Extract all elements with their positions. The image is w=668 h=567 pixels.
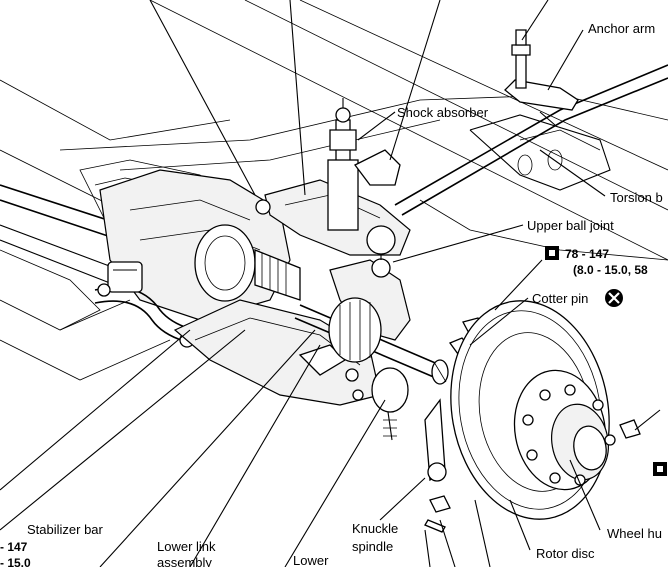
label-knuckle-1: Knuckle xyxy=(352,521,398,536)
axle-shaft-right xyxy=(294,297,449,385)
torsion-bar xyxy=(394,64,668,216)
torque-left-2: - 15.0 xyxy=(0,556,31,567)
label-rotor-disc: Rotor disc xyxy=(536,546,595,561)
wheel-hub xyxy=(513,369,641,491)
label-upper-ball-joint: Upper ball joint xyxy=(527,218,614,233)
label-knuckle-2: spindle xyxy=(352,539,393,554)
torque-left-1: - 147 xyxy=(0,540,28,554)
label-torsion-bar: Torsion b xyxy=(610,190,663,205)
label-lower: Lower xyxy=(293,553,329,567)
label-lower-link-2: assembly xyxy=(157,555,212,567)
label-cotter-pin: Cotter pin xyxy=(532,291,588,306)
label-wheel-hub: Wheel hu xyxy=(607,526,662,541)
torque-upper-ball-joint: 78 - 147 xyxy=(565,247,609,261)
label-stabilizer-bar: Stabilizer bar xyxy=(27,522,104,537)
label-lower-link-1: Lower link xyxy=(157,539,216,554)
shock-absorber xyxy=(327,98,401,231)
label-shock-absorber: Shock absorber xyxy=(397,105,489,120)
torque-wrench-icon xyxy=(545,246,559,260)
upper-ball-joint xyxy=(366,225,396,278)
anchor-arm xyxy=(504,29,579,111)
label-anchor-arm: Anchor arm xyxy=(588,21,655,36)
x-circle-icon xyxy=(605,289,623,307)
torque-wrench-icon-right xyxy=(653,462,667,476)
torque-upper-ball-joint-kgm: (8.0 - 15.0, 58 xyxy=(573,263,648,277)
differential-housing xyxy=(99,169,301,321)
